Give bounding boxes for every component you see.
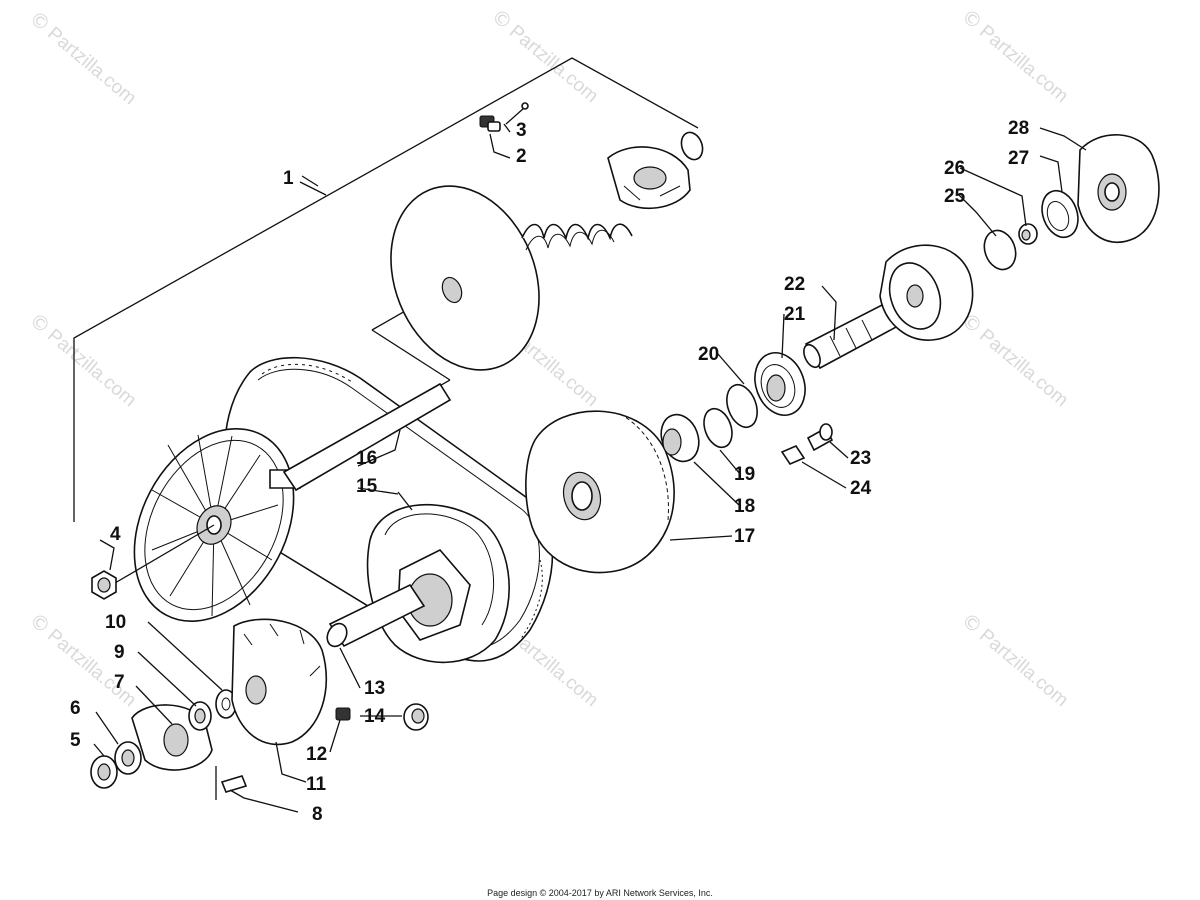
ball-bearing bbox=[754, 352, 806, 416]
snap-ring bbox=[680, 131, 704, 161]
callout-3: 3 bbox=[516, 120, 527, 141]
copyright-footer: Page design © 2004-2017 by ARI Network S… bbox=[487, 888, 713, 898]
drive-shaft bbox=[282, 382, 452, 492]
driven-sheave bbox=[525, 410, 675, 574]
slider-block bbox=[335, 707, 351, 721]
svg-text:Partzilla.com: Partzilla.com bbox=[975, 625, 1072, 711]
callout-28: 28 bbox=[1008, 118, 1029, 139]
washer-small bbox=[215, 689, 237, 719]
movable-sheave bbox=[366, 491, 510, 664]
watermark: ©Partzilla.com bbox=[25, 5, 140, 109]
retaining-ring bbox=[983, 229, 1017, 271]
spacer-small bbox=[188, 701, 212, 731]
watermark: ©Partzilla.com bbox=[487, 3, 602, 107]
svg-text:Partzilla.com: Partzilla.com bbox=[43, 325, 140, 411]
tube-shaft bbox=[326, 583, 426, 648]
callout-24: 24 bbox=[850, 478, 872, 499]
clutch-spring bbox=[521, 223, 633, 251]
watermark: ©Partzilla.com bbox=[957, 307, 1072, 411]
leader-lines bbox=[93, 123, 1087, 813]
callout-7: 7 bbox=[114, 672, 125, 693]
svg-text:Partzilla.com: Partzilla.com bbox=[43, 625, 140, 711]
nut bbox=[91, 570, 117, 600]
callout-13: 13 bbox=[364, 678, 385, 699]
screw bbox=[505, 102, 529, 125]
callout-labels: 1 2 3 4 5 6 7 8 9 10 11 12 13 14 15 16 1… bbox=[70, 118, 1029, 825]
svg-text:Partzilla.com: Partzilla.com bbox=[43, 23, 140, 109]
callout-10: 10 bbox=[105, 612, 126, 633]
callout-2: 2 bbox=[516, 146, 527, 167]
lock-washer bbox=[780, 445, 806, 465]
callout-9: 9 bbox=[114, 642, 125, 663]
centrifugal-clutch bbox=[1077, 134, 1160, 243]
o-ring bbox=[703, 407, 733, 449]
needle-bearing bbox=[1041, 189, 1079, 239]
clutch-housing bbox=[879, 244, 974, 341]
callout-20: 20 bbox=[698, 344, 719, 365]
callout-22: 22 bbox=[784, 274, 805, 295]
clutch-nut bbox=[1018, 223, 1038, 245]
callout-18: 18 bbox=[734, 496, 755, 517]
callout-21: 21 bbox=[784, 304, 806, 325]
watermark: ©Partzilla.com bbox=[25, 307, 140, 411]
seal bbox=[726, 383, 758, 429]
watermark: ©Partzilla.com bbox=[957, 3, 1072, 107]
callout-5: 5 bbox=[70, 730, 81, 751]
svg-text:Partzilla.com: Partzilla.com bbox=[505, 21, 602, 107]
callout-19: 19 bbox=[734, 464, 755, 485]
watermark: ©Partzilla.com bbox=[957, 607, 1072, 711]
callout-27: 27 bbox=[1008, 148, 1029, 169]
callout-17: 17 bbox=[734, 526, 755, 547]
drive-sheave bbox=[114, 428, 301, 622]
svg-text:Partzilla.com: Partzilla.com bbox=[975, 21, 1072, 107]
bearing-small bbox=[114, 741, 142, 775]
callout-15: 15 bbox=[356, 476, 378, 497]
driven-fixed-sheave bbox=[390, 185, 540, 371]
main-shaft bbox=[803, 302, 900, 370]
callout-6: 6 bbox=[70, 698, 81, 719]
slider-button bbox=[479, 115, 501, 132]
callout-12: 12 bbox=[306, 744, 327, 765]
spacer bbox=[660, 413, 700, 463]
bushing bbox=[403, 703, 429, 731]
cap-screw bbox=[215, 766, 248, 800]
callout-8: 8 bbox=[312, 804, 323, 825]
bolt bbox=[806, 423, 834, 452]
callout-26: 26 bbox=[944, 158, 965, 179]
callout-11: 11 bbox=[306, 774, 327, 795]
seal-small bbox=[90, 755, 118, 789]
callout-23: 23 bbox=[850, 448, 871, 469]
callout-16: 16 bbox=[356, 448, 377, 469]
svg-text:Partzilla.com: Partzilla.com bbox=[975, 325, 1072, 411]
roller-cover bbox=[231, 618, 328, 746]
callout-25: 25 bbox=[944, 186, 966, 207]
callout-14: 14 bbox=[364, 706, 386, 727]
callout-1: 1 bbox=[283, 168, 294, 189]
cam-spider bbox=[607, 146, 691, 210]
callout-4: 4 bbox=[110, 524, 121, 545]
